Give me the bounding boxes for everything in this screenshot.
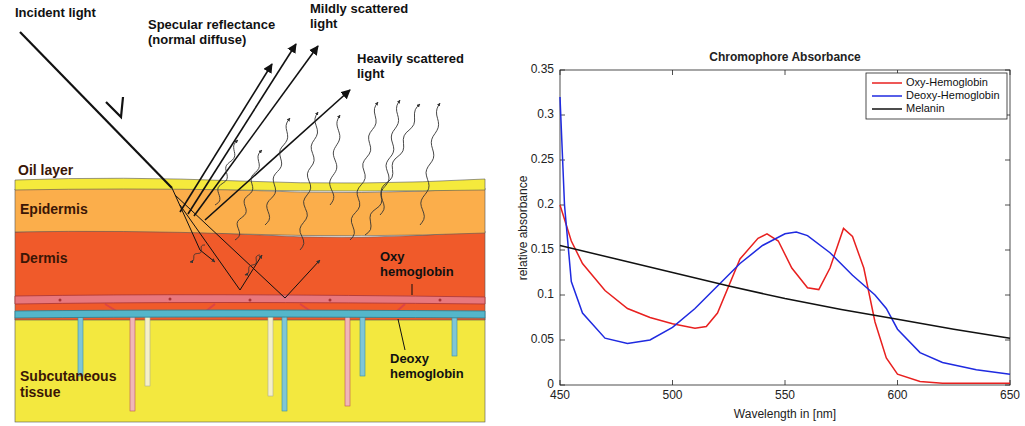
leader-line	[398, 319, 405, 350]
absorbance-curve	[560, 205, 1010, 383]
ray-label: Incident light	[15, 6, 96, 21]
layer-name: Oil layer	[18, 162, 128, 178]
vessel-dots	[59, 298, 442, 302]
dermis-band: Dermis	[20, 250, 140, 269]
legend-sample	[872, 108, 902, 110]
curves	[560, 97, 1010, 383]
chart-title: Chromophore Absorbance	[709, 51, 861, 65]
y-tick-label: 0.35	[531, 63, 554, 77]
x-tick-label: 650	[1000, 389, 1020, 403]
vessel-label: Deoxy hemoglobin	[390, 352, 470, 382]
epidermis-band: Epidermis	[20, 201, 140, 220]
legend-box	[866, 73, 1007, 119]
axis-title: Wavelength in [nm]	[734, 408, 836, 422]
oxy-vessel	[15, 295, 485, 304]
x-tick-label: 500	[662, 389, 682, 403]
ray-label: Mildly scattered light	[310, 2, 422, 32]
leader-line	[412, 284, 413, 295]
legend-text: Oxy-Hemoglobin	[906, 76, 988, 88]
ray-label: Heavily scattered light	[357, 52, 469, 82]
scatter-squiggles	[190, 100, 440, 275]
y-tick-label: 0.25	[531, 153, 554, 167]
deoxy-vessel	[15, 310, 485, 318]
layer-name: Dermis	[20, 250, 140, 266]
y-tick-label: 0.05	[531, 333, 554, 347]
legend-sample	[872, 82, 902, 84]
axis-title: relative absorbance	[517, 176, 531, 281]
oil-layer-band: Oil layer	[18, 162, 128, 181]
axis-ticks	[560, 70, 1010, 385]
x-tick-label: 550	[775, 389, 795, 403]
absorbance-curve	[560, 97, 1010, 374]
subcutaneous-band	[15, 318, 485, 422]
legend-text: Melanin	[906, 102, 945, 114]
layer-name: Epidermis	[20, 201, 140, 217]
subcutaneous-band: Subcutaneous tissue	[20, 368, 128, 403]
y-tick-label: 0.3	[537, 108, 554, 122]
x-tick-label: 600	[887, 389, 907, 403]
x-tick-label: 450	[550, 389, 570, 403]
legend-text: Deoxy-Hemoglobin	[906, 89, 1000, 101]
ray-label: Specular reflectance (normal diffuse)	[148, 18, 280, 48]
absorbance-curve	[560, 246, 1010, 339]
vessel-label: Oxy hemoglobin	[380, 250, 452, 280]
y-tick-label: 0.1	[537, 288, 554, 302]
legend-sample	[872, 95, 902, 97]
y-tick-label: 0.2	[537, 198, 554, 212]
y-tick-label: 0.15	[531, 243, 554, 257]
layer-name: Subcutaneous tissue	[20, 368, 128, 400]
plot-frame	[560, 70, 1010, 385]
